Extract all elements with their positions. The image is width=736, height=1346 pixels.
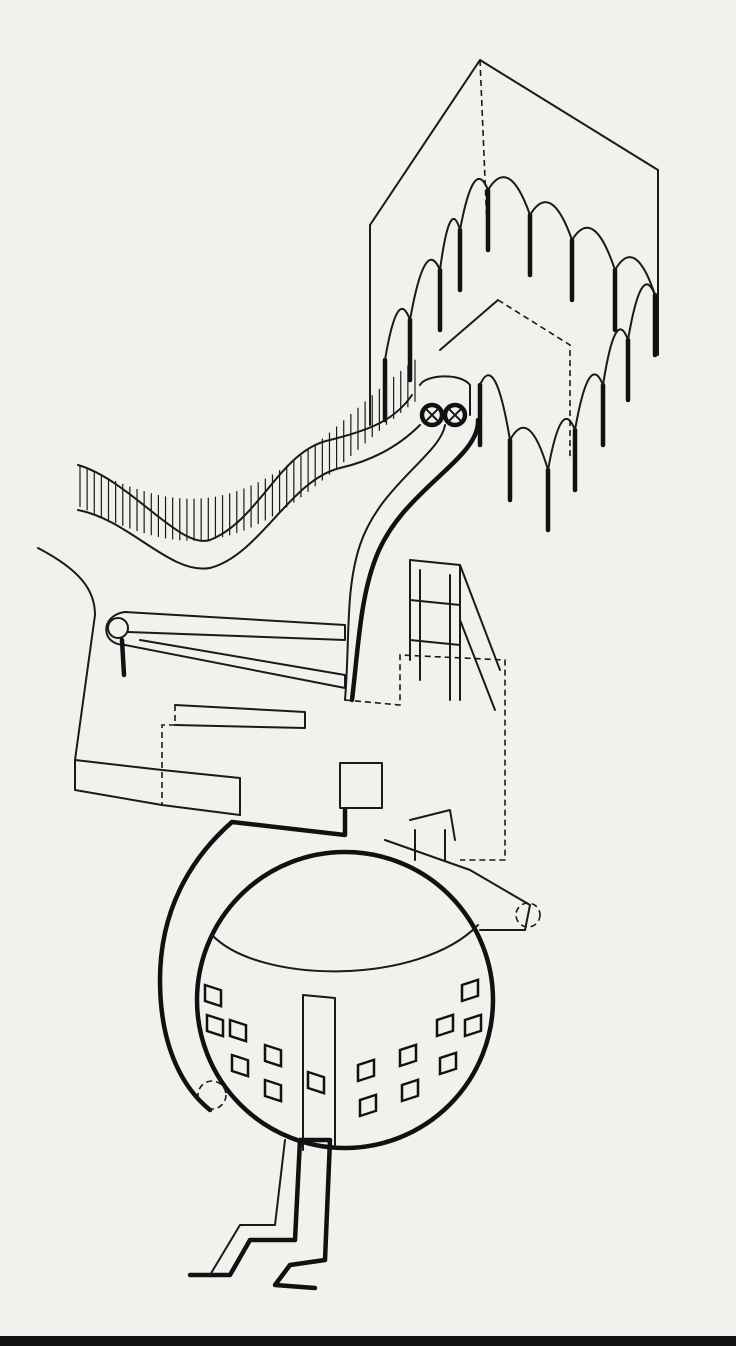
arch xyxy=(547,417,576,471)
window xyxy=(438,1051,458,1076)
window xyxy=(230,1053,250,1078)
arch xyxy=(529,201,573,241)
window xyxy=(400,1078,420,1103)
hatched-wavy-wall xyxy=(77,359,421,570)
hexagonal-enclosure xyxy=(369,59,659,460)
ladder-tower xyxy=(409,559,501,711)
window xyxy=(228,1018,248,1043)
arch xyxy=(571,226,616,271)
arch xyxy=(614,256,656,296)
arch xyxy=(459,177,489,231)
window xyxy=(203,983,223,1008)
window xyxy=(263,1043,283,1068)
window xyxy=(205,1013,225,1038)
tube-right xyxy=(442,402,468,428)
window xyxy=(460,978,480,1003)
arch xyxy=(439,217,461,271)
arch xyxy=(409,258,441,321)
arch xyxy=(574,373,604,431)
gate-portal xyxy=(409,809,456,861)
stairs xyxy=(187,1137,333,1291)
arch xyxy=(509,427,549,471)
arch xyxy=(479,374,511,441)
window xyxy=(306,1070,326,1095)
window xyxy=(358,1093,378,1118)
window xyxy=(398,1043,418,1068)
window xyxy=(356,1058,376,1083)
top-tower xyxy=(339,762,383,809)
tube-slide xyxy=(344,375,481,703)
tube-left xyxy=(419,402,445,428)
ground-outline xyxy=(37,547,506,861)
bottom-bar xyxy=(0,1336,736,1346)
sphere-building xyxy=(157,762,541,1151)
window xyxy=(435,1013,455,1038)
arch xyxy=(627,283,656,341)
conveyor-belt xyxy=(105,611,346,689)
arch-colonnade xyxy=(382,176,658,533)
arch xyxy=(602,328,629,386)
arch xyxy=(487,176,531,216)
window xyxy=(463,1013,483,1038)
arch xyxy=(384,307,411,361)
window xyxy=(263,1078,283,1103)
